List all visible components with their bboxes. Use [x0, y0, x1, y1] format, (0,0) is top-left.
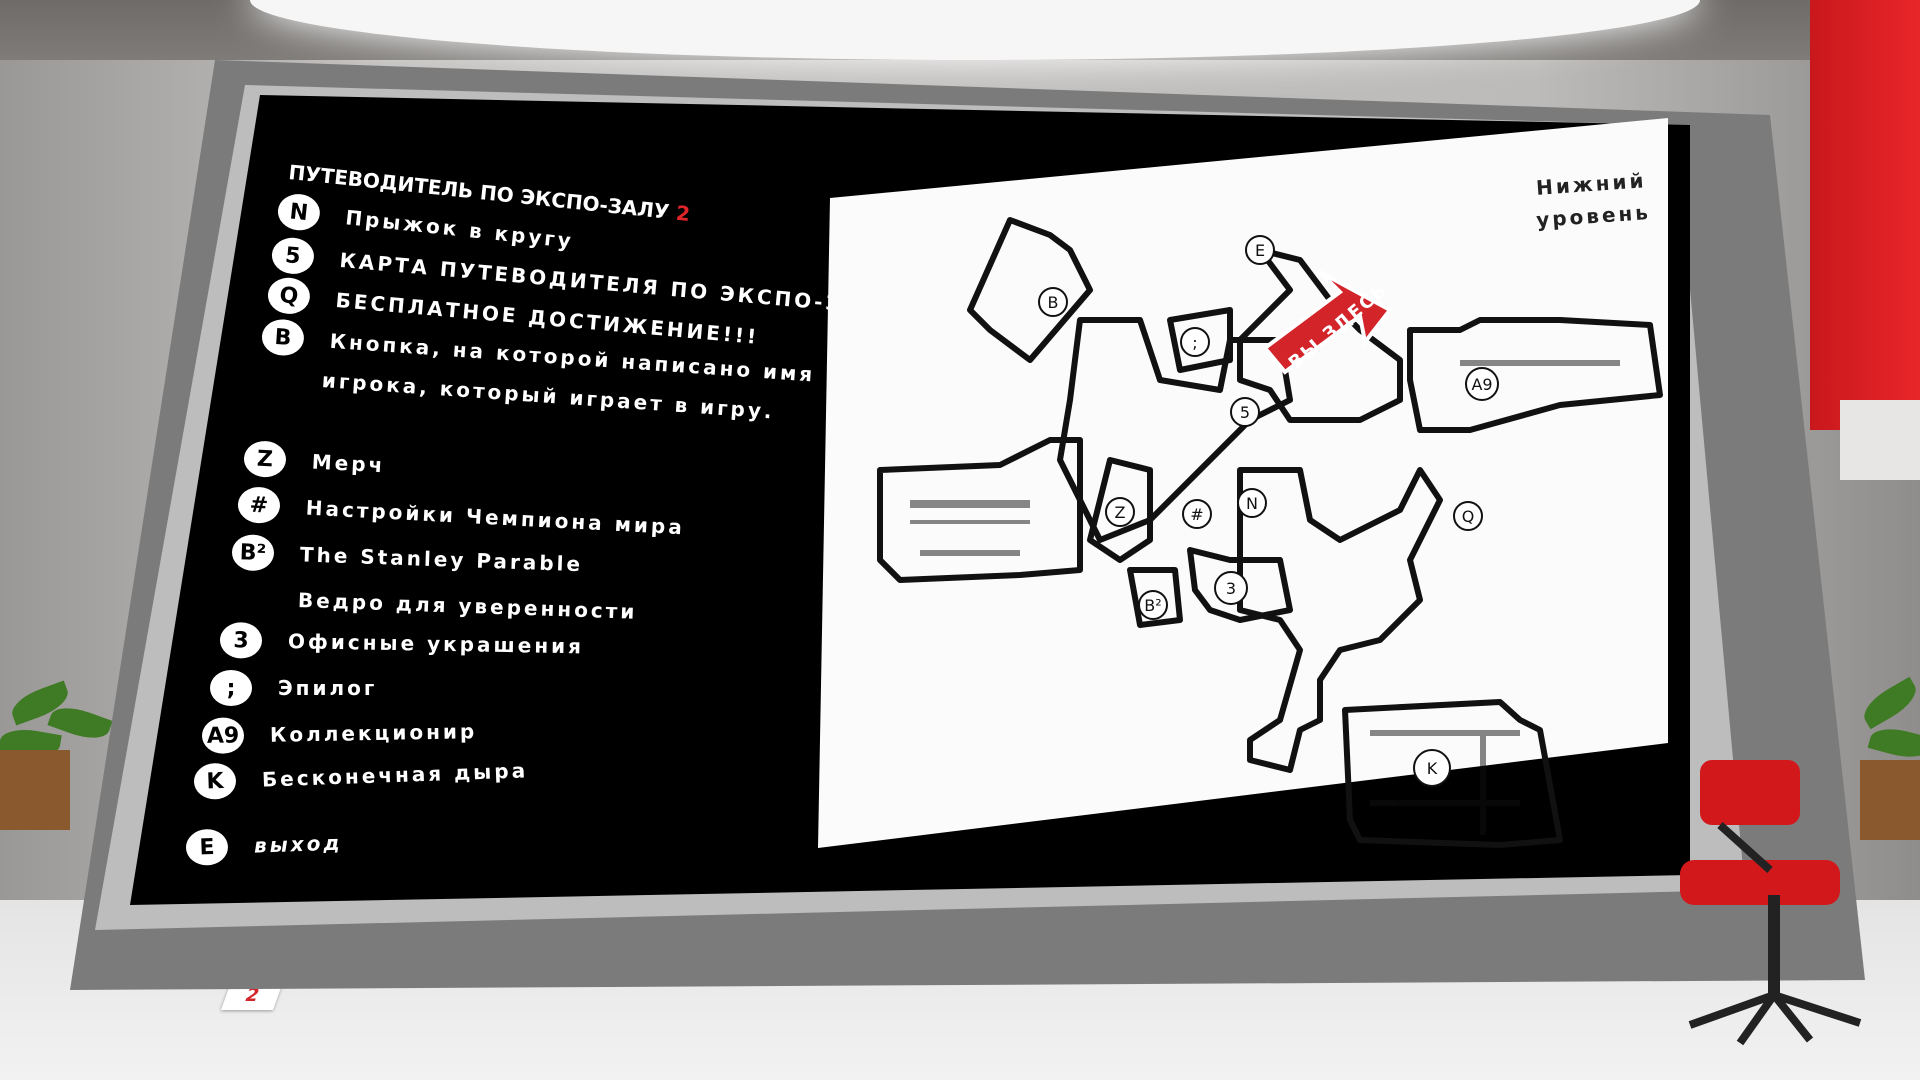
- svg-text:N: N: [1246, 494, 1258, 513]
- south-corridor-outline: [1237, 467, 1443, 773]
- map-marker-semicolon: ;: [1180, 327, 1210, 357]
- plant-right: [1857, 676, 1920, 840]
- legend-label: Эпилог: [278, 676, 378, 700]
- room-b-outline: [967, 217, 1093, 363]
- room-b2-outline: [1127, 567, 1183, 628]
- map-marker-z: Z: [1105, 497, 1135, 527]
- you-are-here-arrow: ВЫ ЗДЕСЬ: [1262, 270, 1394, 375]
- svg-text:5: 5: [1240, 403, 1250, 422]
- svg-text:Q: Q: [1462, 507, 1475, 526]
- svg-text:Z: Z: [1115, 503, 1126, 522]
- svg-text:K: K: [1427, 759, 1438, 778]
- plant-left: [0, 680, 113, 830]
- map-marker-n: N: [1237, 488, 1267, 518]
- map-marker-b: B: [1038, 287, 1068, 317]
- svg-text:3: 3: [1226, 579, 1236, 598]
- red-wall-panel: [1810, 0, 1920, 430]
- west-hall-outline: [877, 437, 1083, 583]
- map-marker-3: 3: [1214, 571, 1248, 605]
- map-marker-k: K: [1413, 749, 1451, 787]
- room-a9-outline: [1407, 317, 1663, 433]
- svg-text:B²: B²: [1144, 596, 1161, 615]
- marker-semicolon-icon: ;: [210, 670, 252, 706]
- room-k-outline: [1342, 699, 1563, 848]
- map-marker-hash: #: [1182, 499, 1212, 529]
- wall-ledge: [1840, 400, 1920, 480]
- svg-text:#: #: [1190, 505, 1203, 524]
- room-semicolon-outline: [1167, 307, 1233, 373]
- map-marker-e: E: [1245, 235, 1275, 265]
- room-3-outline: [1187, 547, 1293, 623]
- svg-text:E: E: [1255, 241, 1265, 260]
- room-z-outline: [1087, 457, 1153, 563]
- svg-text:A9: A9: [1471, 375, 1492, 394]
- map-marker-q: Q: [1453, 501, 1483, 531]
- svg-text:B: B: [1048, 293, 1059, 312]
- map-marker-b2: B²: [1138, 590, 1168, 620]
- map-marker-a9: A9: [1465, 367, 1499, 401]
- map-marker-5: 5: [1230, 397, 1260, 427]
- svg-text:;: ;: [1192, 333, 1197, 352]
- chair: [1680, 760, 1862, 1046]
- legend-item-semicolon: ; Эпилог: [210, 670, 377, 706]
